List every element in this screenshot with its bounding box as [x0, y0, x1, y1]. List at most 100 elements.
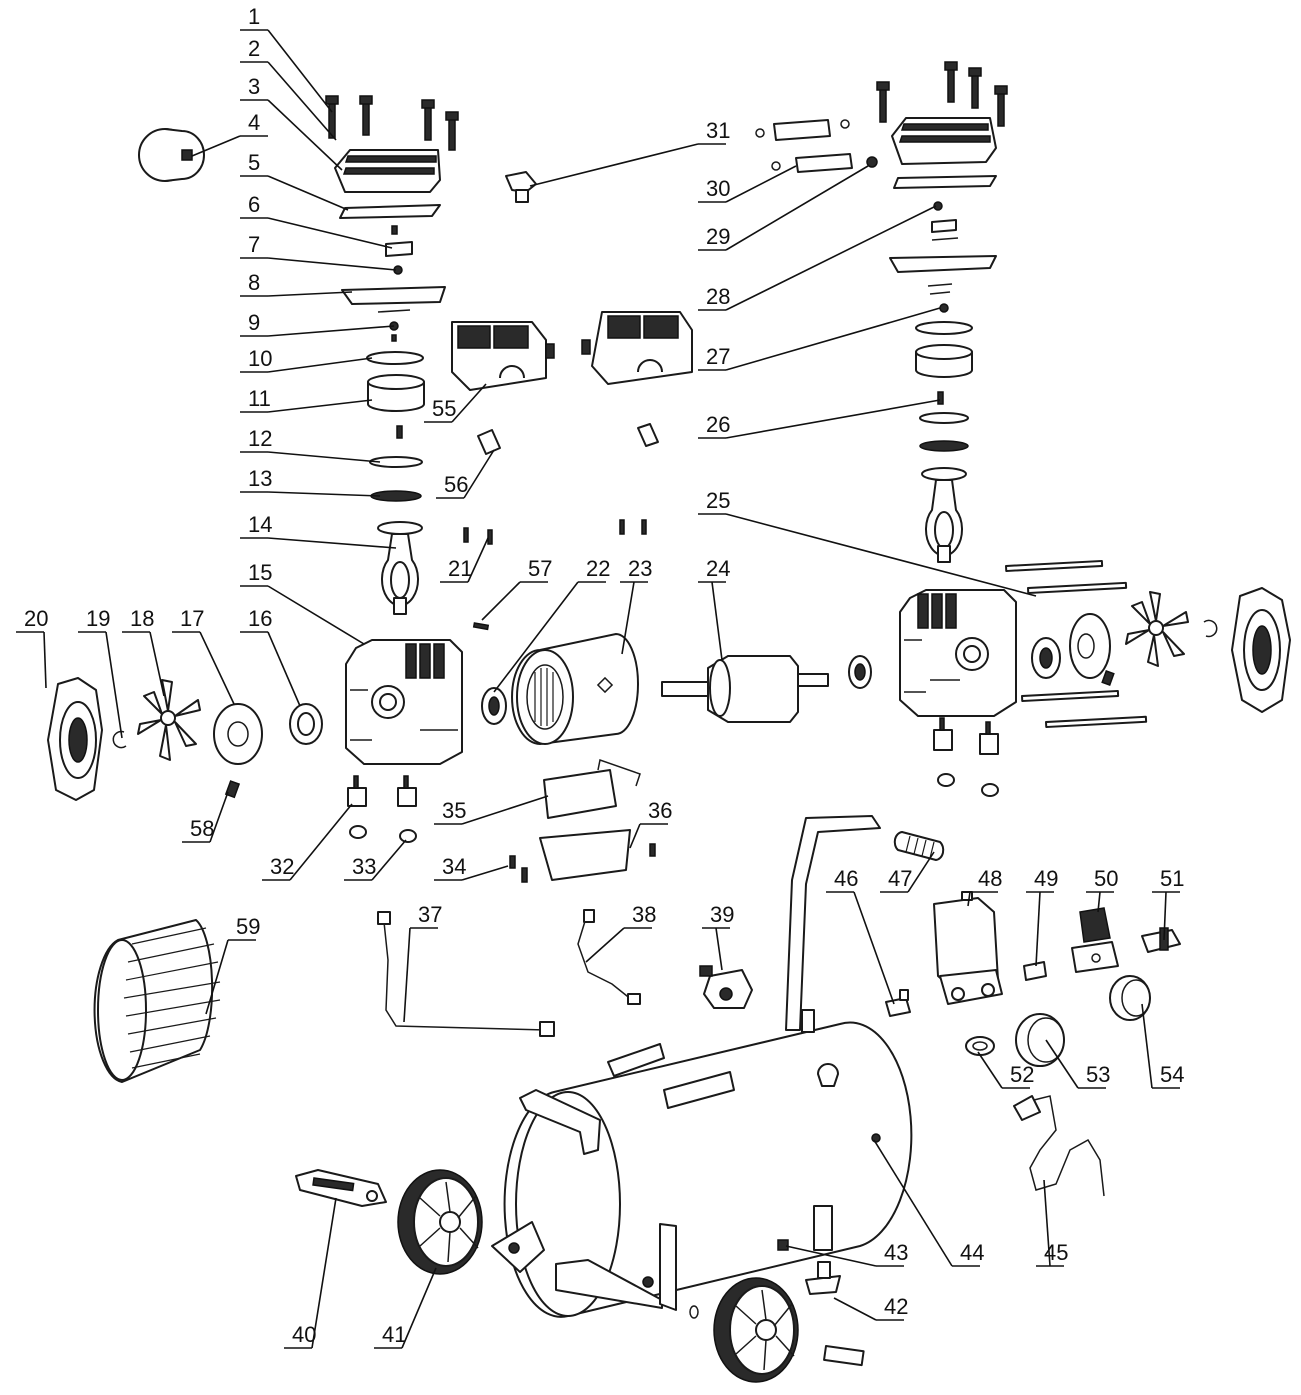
callout-leader-7: [267, 257, 397, 271]
callout-label-3: 3: [248, 74, 260, 99]
callout-label-59: 59: [236, 914, 260, 939]
callout-leader-49: [1035, 891, 1041, 967]
callout-14: 14: [240, 512, 397, 549]
hub-cap: [491, 1221, 545, 1273]
callout-label-41: 41: [382, 1322, 406, 1347]
callout-leader-34: [461, 865, 509, 881]
pipe-37: [377, 911, 555, 1037]
axle-bolt: [823, 1345, 865, 1367]
callout-leader-29: [725, 165, 869, 251]
callout-23: 23: [620, 556, 652, 655]
left-piston-screw: [396, 425, 403, 439]
callout-label-32: 32: [270, 854, 294, 879]
right-cylinder-sleeve: [915, 344, 973, 378]
callout-leader-59: [205, 939, 229, 1015]
callout-38: 38: [585, 902, 656, 963]
callout-label-31: 31: [706, 118, 730, 143]
callout-39: 39: [702, 902, 734, 971]
callout-label-47: 47: [888, 866, 912, 891]
right-valve-plate: [889, 255, 997, 273]
screws-21: [463, 519, 647, 545]
callout-leader-37: [403, 927, 411, 1023]
left-head-bolts: [325, 95, 459, 151]
callout-leader-13: [267, 491, 381, 497]
right-piston-cup: [919, 440, 969, 452]
callout-45: 45: [1036, 1179, 1068, 1267]
left-o-ring: [366, 351, 424, 365]
callout-leader-51: [1163, 891, 1167, 941]
callout-leader-19: [105, 631, 123, 739]
air-filter: [138, 128, 205, 182]
callout-12: 12: [240, 426, 381, 463]
callout-10: 10: [240, 346, 373, 373]
callout-leader-1: [267, 29, 333, 113]
callout-label-36: 36: [648, 798, 672, 823]
callout-leader-46: [853, 891, 895, 1005]
callout-label-20: 20: [24, 606, 48, 631]
callout-label-55: 55: [432, 396, 456, 421]
capacitor-bracket-36: [539, 829, 631, 881]
fitting-46: [885, 989, 911, 1017]
callout-leader-21: [467, 537, 489, 583]
callout-11: 11: [240, 386, 373, 413]
callout-37: 37: [403, 902, 442, 1023]
tank-handle: [785, 815, 881, 1031]
callout-label-37: 37: [418, 902, 442, 927]
callout-leader-47: [907, 851, 935, 893]
callout-leader-56: [463, 449, 495, 499]
callout-leader-5: [267, 175, 349, 211]
callout-leader-42: [833, 1297, 877, 1321]
callout-18: 18: [122, 606, 165, 697]
callout-leader-24: [711, 581, 723, 661]
left-valve-stop: [391, 225, 398, 235]
callout-34: 34: [434, 854, 509, 881]
right-head-gasket: [893, 175, 997, 189]
left-valve-plate: [341, 286, 446, 305]
tank-foot-42: [805, 1205, 841, 1295]
callout-55: 55: [424, 383, 487, 423]
callout-15: 15: [240, 560, 365, 645]
callout-label-34: 34: [442, 854, 466, 879]
callout-label-12: 12: [248, 426, 272, 451]
callout-label-2: 2: [248, 36, 260, 61]
capacitor-35: [543, 759, 641, 819]
callout-leader-33: [371, 839, 407, 881]
gauge-54: [1109, 975, 1151, 1021]
callout-leader-35: [461, 795, 549, 825]
right-valve-line: [931, 237, 959, 241]
callout-leader-31: [529, 143, 699, 187]
rotor-24: [661, 655, 829, 723]
drain-valve-43: [777, 1239, 789, 1251]
left-shroud-20: [47, 677, 103, 801]
right-cylinder-head: [891, 117, 997, 165]
callout-2: 2: [240, 36, 337, 141]
callout-label-53: 53: [1086, 1062, 1110, 1087]
callout-43: 43: [785, 1240, 908, 1267]
callout-label-1: 1: [248, 4, 260, 29]
right-head-bolts: [876, 61, 1008, 127]
callout-label-33: 33: [352, 854, 376, 879]
right-shroud: [1231, 587, 1291, 713]
left-cover-clip-56: [477, 429, 501, 455]
callout-label-30: 30: [706, 176, 730, 201]
left-cylinder-head: [334, 149, 441, 193]
wheel-rear: [713, 1277, 799, 1383]
callout-53: 53: [1045, 1039, 1110, 1089]
callout-leader-25: [725, 513, 1037, 597]
pipe-38: [577, 909, 641, 1005]
right-crankcase: [899, 589, 1017, 717]
callout-28: 28: [698, 205, 937, 311]
right-circlip: [1203, 619, 1218, 638]
callout-label-46: 46: [834, 866, 858, 891]
right-o-ring: [915, 321, 973, 335]
left-valve-retainer: [385, 241, 413, 257]
callout-29: 29: [698, 165, 869, 251]
callout-label-17: 17: [180, 606, 204, 631]
callout-leader-2: [267, 61, 337, 141]
callout-27: 27: [698, 307, 941, 371]
callout-24: 24: [698, 556, 730, 661]
callout-48: 48: [967, 866, 1002, 907]
callout-label-52: 52: [1010, 1062, 1034, 1087]
right-key: [1101, 670, 1115, 686]
screw-57: [472, 622, 490, 631]
